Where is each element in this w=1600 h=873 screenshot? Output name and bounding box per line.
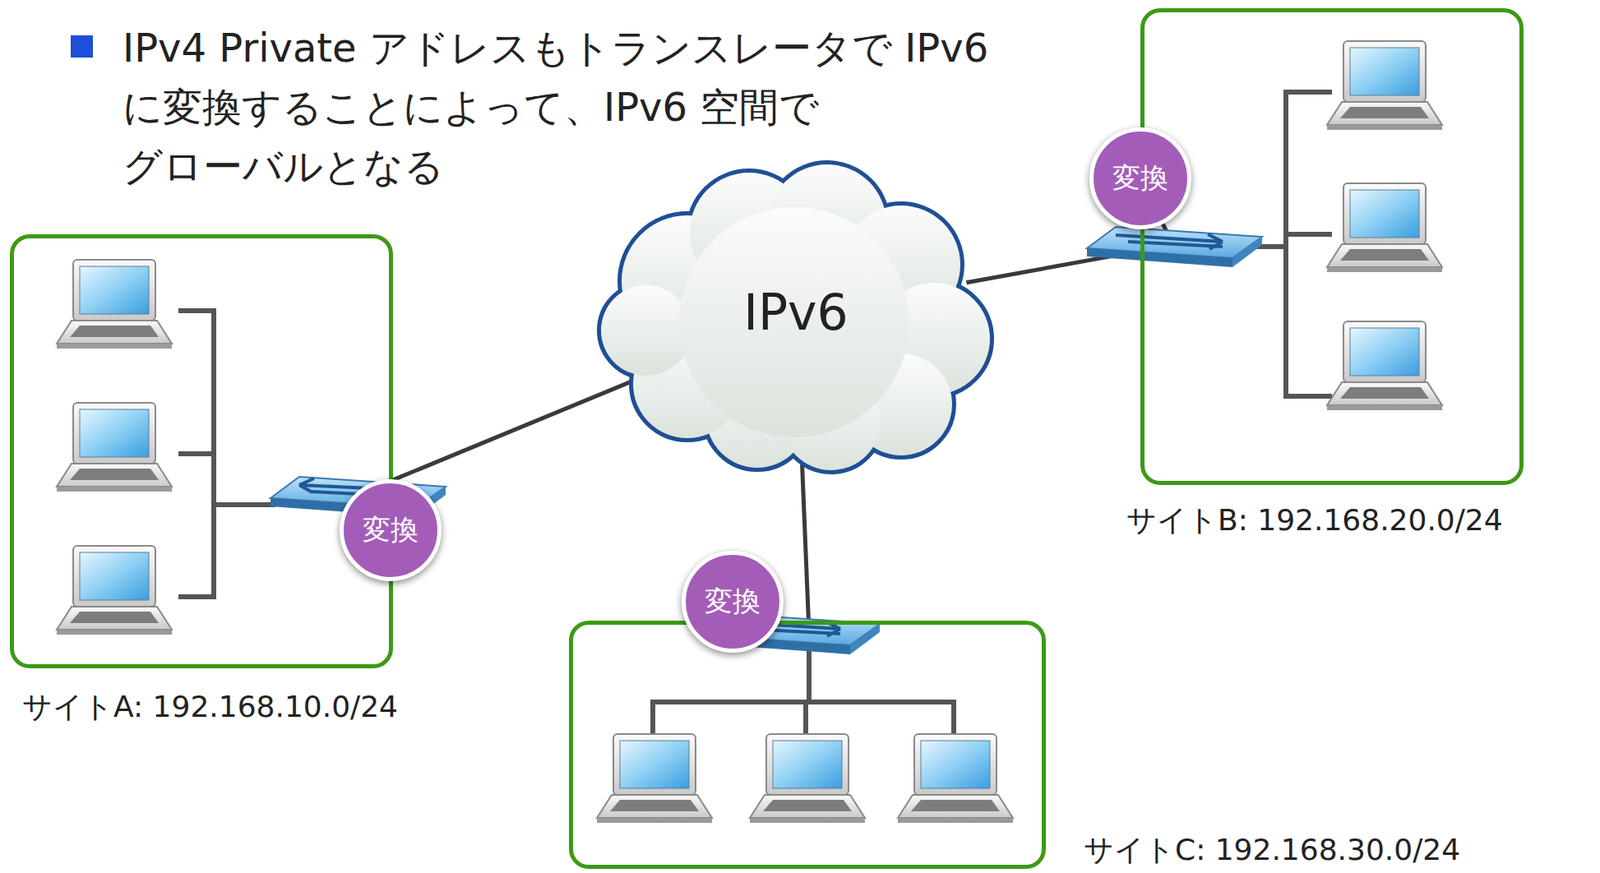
laptop-icon [749,734,865,824]
cloud-label: IPv6 [596,283,995,342]
ipv6-cloud: IPv6 [596,157,995,470]
laptop-icon [1327,183,1443,273]
laptop-icon [56,402,172,492]
laptop-icon [897,734,1013,824]
laptop-icon [596,734,713,824]
translator-badge: 変換 [1089,127,1192,230]
site-address-label: サイトC: 192.168.30.0/24 [1083,830,1461,871]
laptop-icon [56,545,172,635]
laptop-icon [1327,321,1443,411]
site-address-label: サイトB: 192.168.20.0/24 [1126,500,1503,542]
translator-device [1086,226,1263,268]
site-address-label: サイトA: 192.168.10.0/24 [22,687,398,728]
network-link [356,377,642,497]
site-network: サイトC: 192.168.30.0/24 [568,620,1046,870]
translator-badge: 変換 [681,550,784,653]
laptop-icon [1327,41,1443,130]
translator-badge: 変換 [339,479,442,582]
badge-label: 変換 [362,511,419,550]
site-network: サイトB: 192.168.20.0/24 [1140,8,1524,486]
laptop-icon [56,259,172,349]
site-network: サイトA: 192.168.10.0/24 [9,234,394,669]
badge-label: 変換 [704,582,761,621]
bullet-title: IPv4 Private アドレスもトランスレータで IPv6 に変換することに… [122,18,1138,196]
bullet-square [70,35,93,58]
badge-label: 変換 [1112,159,1169,198]
